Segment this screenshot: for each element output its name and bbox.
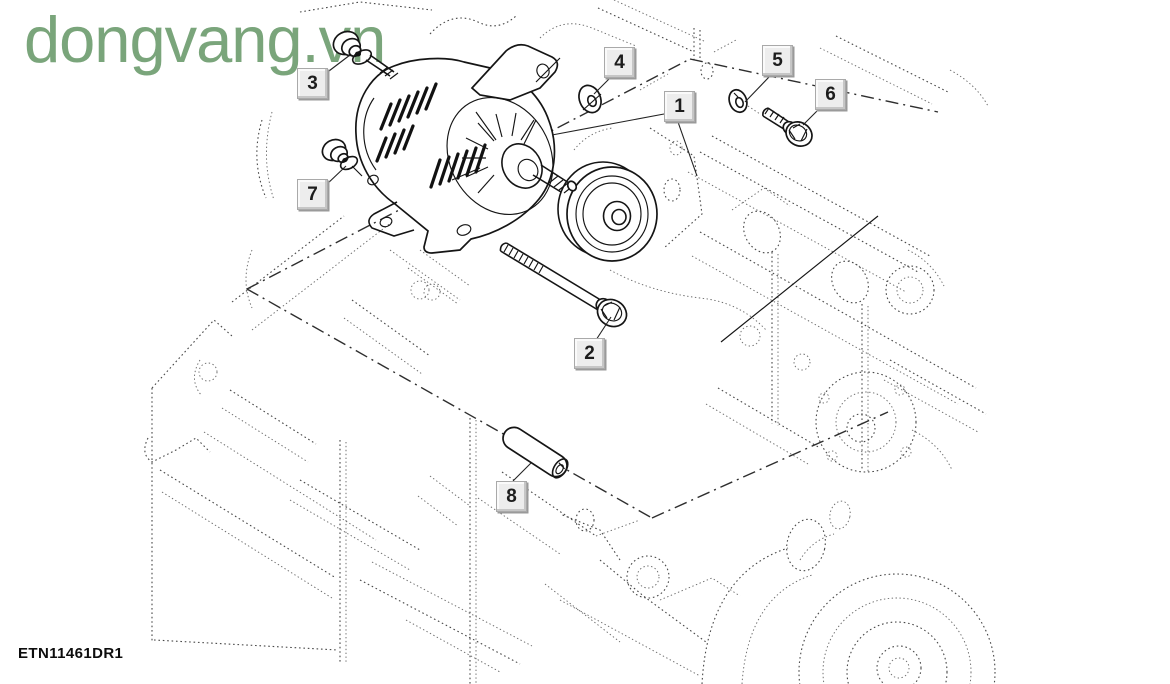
callout-1[interactable]: 1 <box>664 91 695 122</box>
callout-8[interactable]: 8 <box>496 481 527 512</box>
fan-blades <box>462 112 535 194</box>
leader-lines <box>324 54 819 482</box>
engine-phantom-outline <box>144 0 996 684</box>
reference-line <box>720 215 879 343</box>
callout-7[interactable]: 7 <box>297 179 328 210</box>
alternator-drawing <box>355 43 578 254</box>
pulley-drawing <box>557 161 658 262</box>
spacer-8-drawing <box>502 426 569 479</box>
nut-3-drawing <box>332 30 373 65</box>
watermark: dongvang.vn <box>24 3 386 76</box>
lock-washer-5-drawing <box>728 88 748 114</box>
callout-4[interactable]: 4 <box>604 47 635 78</box>
callout-5[interactable]: 5 <box>762 45 793 76</box>
boundary-dashdot-lines <box>246 58 939 519</box>
bolt-6-drawing <box>762 107 813 147</box>
nut-7-drawing <box>321 138 363 177</box>
callout-6[interactable]: 6 <box>815 79 846 110</box>
mount-bolt-2-drawing <box>499 242 628 328</box>
callout-3[interactable]: 3 <box>297 68 328 99</box>
drawing-code-label: ETN11461DR1 <box>18 645 124 662</box>
alternator-top-ear <box>470 43 559 101</box>
callout-2[interactable]: 2 <box>574 338 605 369</box>
